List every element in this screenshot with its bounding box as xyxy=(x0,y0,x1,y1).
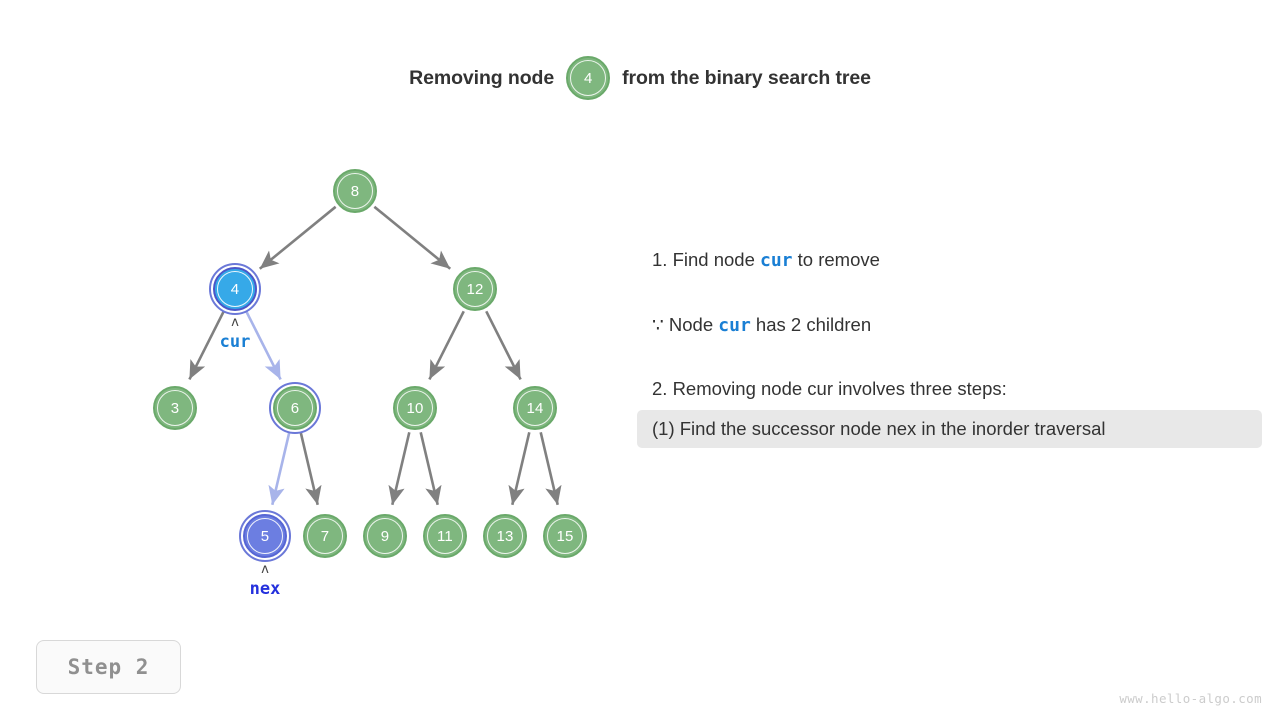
node-value: 3 xyxy=(170,399,180,417)
pointer-name: nex xyxy=(249,579,281,599)
title-node-inner-ring xyxy=(570,60,607,96)
node-value: 10 xyxy=(406,399,424,417)
tree-edge xyxy=(539,432,562,506)
node-inner-ring xyxy=(487,518,523,554)
watermark: www.hello-algo.com xyxy=(1119,691,1262,706)
line4-keyword-nex: nex xyxy=(886,418,917,439)
tree-edge xyxy=(299,432,322,506)
tree-node-7[interactable]: 7 xyxy=(303,514,347,558)
node-value: 14 xyxy=(526,399,544,417)
pointer-label-nex: ʌ nex xyxy=(220,562,310,599)
tree-edge xyxy=(419,432,442,506)
line2-suffix: has 2 children xyxy=(750,313,872,335)
highlighted-step-background xyxy=(637,410,1262,448)
node-inner-ring xyxy=(277,390,313,426)
explanation-line-2: ∵ Node cur has 2 children xyxy=(652,313,1272,338)
tree-node-5[interactable]: 5 xyxy=(239,510,291,562)
line2-keyword-cur: cur xyxy=(718,314,751,336)
node-value: 7 xyxy=(320,527,330,545)
tree-edge xyxy=(388,432,411,506)
node-inner-ring xyxy=(307,518,343,554)
node-value: 9 xyxy=(380,527,390,545)
node-inner-ring xyxy=(517,390,553,426)
explanation-line-4: (1) Find the successor node nex in the i… xyxy=(652,418,1272,440)
explanation-line-1: 1. Find node cur to remove xyxy=(652,248,1272,273)
node-value: 6 xyxy=(290,399,300,417)
line1-keyword-cur: cur xyxy=(760,250,793,271)
caret-up-icon: ʌ xyxy=(231,315,239,330)
tree-edge xyxy=(508,432,531,506)
explanation-line-3: 2. Removing node cur involves three step… xyxy=(652,378,1007,399)
node-inner-ring xyxy=(547,518,583,554)
node-value: 4 xyxy=(230,280,240,298)
tree-edge xyxy=(428,310,465,381)
line4-suffix: in the inorder traversal xyxy=(916,418,1106,439)
selection-ring xyxy=(239,510,291,562)
line1-prefix: 1. Find node xyxy=(652,249,760,270)
caret-up-icon: ʌ xyxy=(261,562,269,577)
tree-node-12[interactable]: 12 xyxy=(453,267,497,311)
page-title: Removing node 4 from the binary search t… xyxy=(0,56,1280,100)
selection-ring xyxy=(269,382,321,434)
line4-prefix: (1) Find the successor node xyxy=(652,418,887,439)
node-value: 5 xyxy=(260,527,270,545)
node-inner-ring xyxy=(247,518,283,554)
tree-node-14[interactable]: 14 xyxy=(513,386,557,430)
explanation-panel: 1. Find node cur to remove ∵ Node cur ha… xyxy=(652,248,1272,400)
title-suffix: from the binary search tree xyxy=(622,66,871,89)
node-inner-ring xyxy=(397,390,433,426)
title-prefix: Removing node xyxy=(409,66,555,89)
tree-edge xyxy=(485,310,522,381)
node-inner-ring xyxy=(427,518,463,554)
node-value: 8 xyxy=(350,182,360,200)
step-badge: Step 2 xyxy=(36,640,181,694)
tree-node-4[interactable]: 4 xyxy=(209,263,261,315)
tree-node-13[interactable]: 13 xyxy=(483,514,527,558)
tree-edge xyxy=(373,205,452,270)
selection-ring xyxy=(209,263,261,315)
tree-edge xyxy=(188,310,225,381)
line1-suffix: to remove xyxy=(792,249,880,270)
tree-node-10[interactable]: 10 xyxy=(393,386,437,430)
line2-prefix: ∵ Node xyxy=(652,313,719,335)
pointer-label-cur: ʌ cur xyxy=(190,315,280,352)
tree-edges xyxy=(188,205,562,506)
tree-edge xyxy=(268,432,291,506)
step-badge-label: Step 2 xyxy=(67,655,150,679)
node-inner-ring xyxy=(157,390,193,426)
spacer-2 xyxy=(652,337,1272,377)
spacer-1 xyxy=(652,273,1272,313)
tree-node-15[interactable]: 15 xyxy=(543,514,587,558)
node-value: 15 xyxy=(556,527,574,545)
node-value: 11 xyxy=(437,527,453,545)
pointer-name: cur xyxy=(219,332,251,352)
node-inner-ring xyxy=(337,173,373,209)
tree-node-11[interactable]: 11 xyxy=(423,514,467,558)
title-node-value: 4 xyxy=(583,69,593,87)
binary-search-tree: 8 4 12 3 6 10 14 5 7 9 11 13 15 ʌ cur ʌ nex xyxy=(153,169,587,599)
tree-edge xyxy=(258,205,337,270)
node-value: 12 xyxy=(466,280,484,298)
tree-node-8[interactable]: 8 xyxy=(333,169,377,213)
tree-edge xyxy=(245,310,282,381)
node-inner-ring xyxy=(217,271,253,307)
tree-node-9[interactable]: 9 xyxy=(363,514,407,558)
title-node-badge: 4 xyxy=(566,56,611,100)
node-value: 13 xyxy=(496,527,514,545)
tree-node-3[interactable]: 3 xyxy=(153,386,197,430)
node-inner-ring xyxy=(367,518,403,554)
tree-node-6[interactable]: 6 xyxy=(269,382,321,434)
node-inner-ring xyxy=(457,271,493,307)
